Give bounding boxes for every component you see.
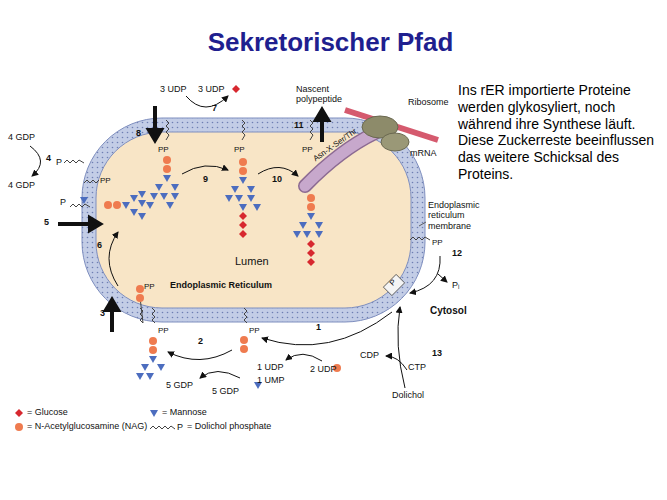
pyrophosphate-label: PP <box>234 145 245 154</box>
body-text: Ins rER importierte Proteine werden glyk… <box>458 82 658 183</box>
substrate-label: 3 UDP <box>160 84 187 94</box>
pyrophosphate-label: PP <box>432 238 443 247</box>
substrate-label: Dolichol <box>392 390 424 400</box>
callout-number: 5 <box>44 217 49 227</box>
legend-text: = Glucose <box>27 407 68 417</box>
phosphate-label: P <box>56 157 62 167</box>
callout-number: 9 <box>203 174 208 184</box>
phosphate-label: Pᵢ <box>452 280 459 290</box>
part-label: Ribosome <box>408 97 449 107</box>
callout-number: 6 <box>97 240 102 250</box>
callout-number: 7 <box>212 103 217 113</box>
substrate-label: 4 GDP <box>8 132 35 142</box>
part-label: Endoplasmic reticulum membrane <box>428 200 484 231</box>
slide-title: Sekretorischer Pfad <box>0 28 664 58</box>
callout-number: 11 <box>294 120 304 130</box>
substrate-label: 5 GDP <box>166 380 193 390</box>
substrate-label: 3 UDP <box>198 84 225 94</box>
substrate-label: CDP <box>360 350 379 360</box>
substrate-label: 1 UMP <box>257 375 285 385</box>
substrate-label: 2 UDP <box>310 364 337 374</box>
callout-number: 12 <box>452 248 462 258</box>
legend-text: = Dolichol phosphate <box>187 421 271 431</box>
callout-number: 3 <box>100 308 105 318</box>
organelle-label: Endoplasmic Reticulum <box>170 280 272 290</box>
substrate-label: 5 GDP <box>212 386 239 396</box>
substrate-label: CTP <box>408 362 426 372</box>
callout-number: 10 <box>272 174 282 184</box>
pyrophosphate-label: PP <box>158 145 169 154</box>
pyrophosphate-label: PP <box>158 326 169 335</box>
phosphate-label: P <box>177 422 183 432</box>
part-label: Nascent polypeptide <box>296 84 366 105</box>
part-label: mRNA <box>410 148 437 158</box>
er-compartment: LumenEndoplasmic Reticulum <box>82 118 425 322</box>
phosphate-label: P <box>60 197 66 207</box>
legend-swatch <box>14 422 24 432</box>
region-label: Cytosol <box>430 305 467 317</box>
legend-swatch <box>149 408 159 418</box>
callout-number: 13 <box>432 348 442 358</box>
pyrophosphate-label: PP <box>302 145 313 154</box>
pyrophosphate-label: PP <box>249 326 260 335</box>
pyrophosphate-label: PP <box>100 176 111 185</box>
region-label: Lumen <box>235 255 269 268</box>
callout-number: 1 <box>316 322 321 332</box>
substrate-label: 1 UDP <box>257 362 284 372</box>
legend-text: = Mannose <box>162 407 207 417</box>
callout-number: 8 <box>136 128 141 138</box>
callout-number: 2 <box>198 336 203 346</box>
legend-text: = N-Acetylglucosamine (NAG) <box>27 421 147 431</box>
pyrophosphate-label: PP <box>144 282 155 291</box>
substrate-label: 4 GDP <box>8 180 35 190</box>
callout-number: 4 <box>46 153 51 163</box>
legend-swatch <box>14 408 24 418</box>
